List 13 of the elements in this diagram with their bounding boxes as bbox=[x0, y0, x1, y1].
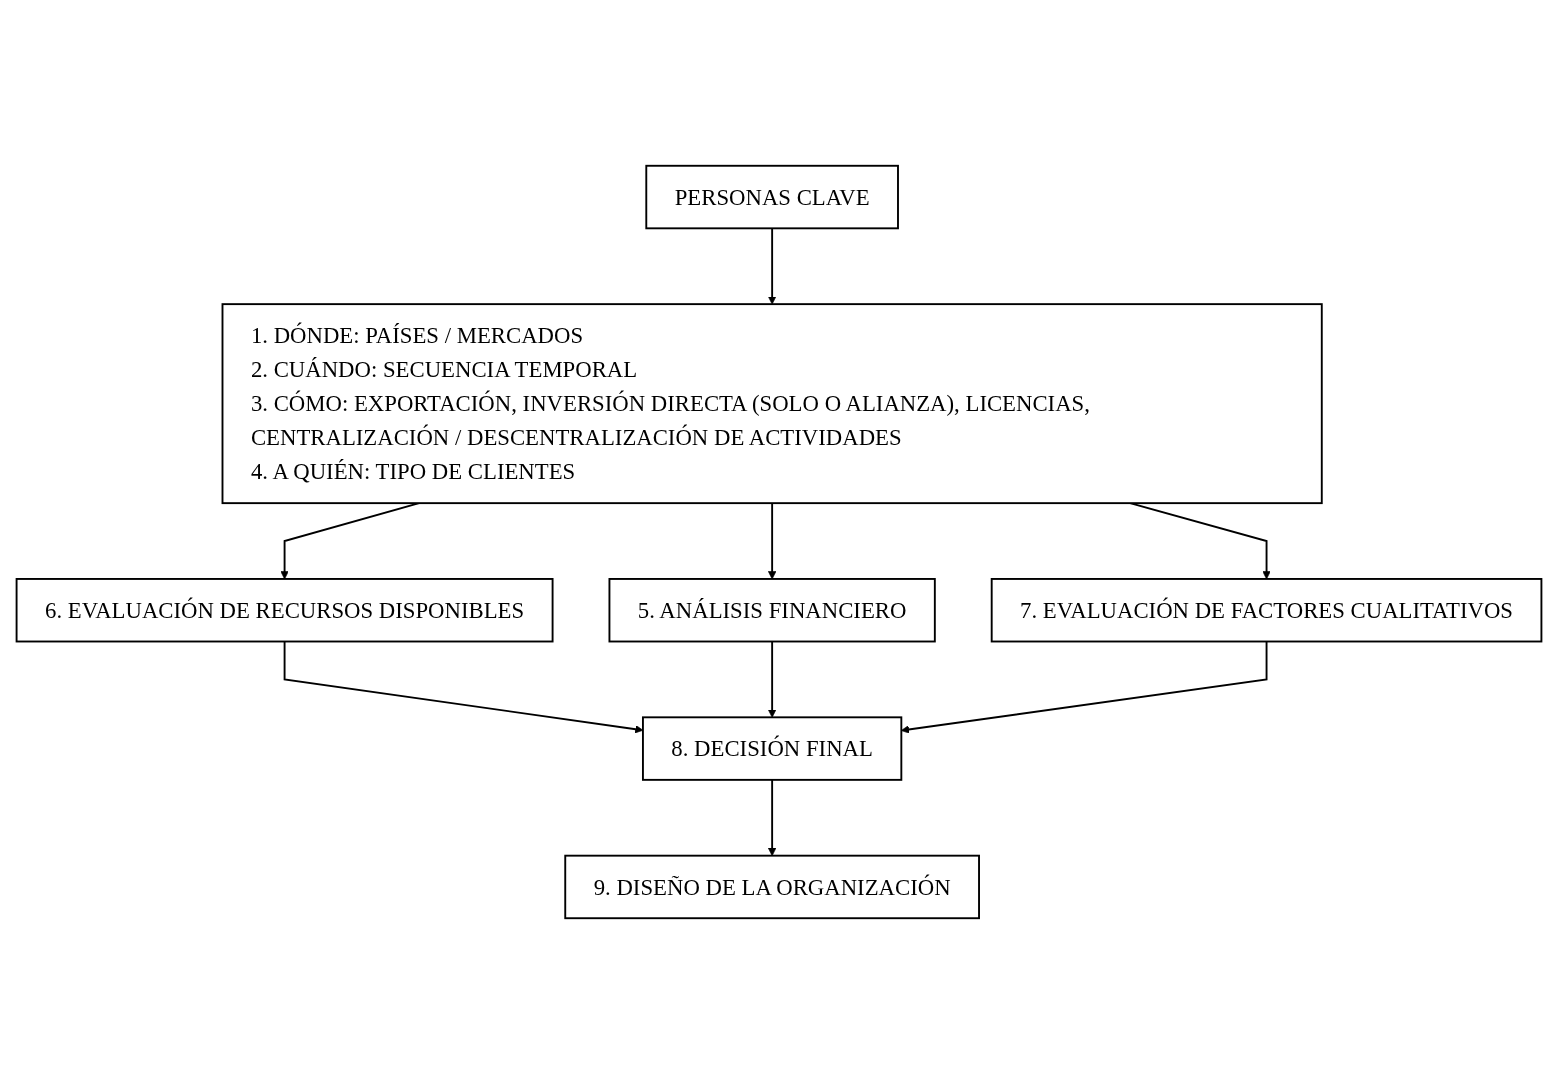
node-box: PERSONAS CLAVE bbox=[644, 164, 899, 230]
arrow bbox=[767, 502, 776, 580]
node-box: 7. EVALUACIÓN DE FACTORES CUALITATIVOS bbox=[990, 578, 1542, 643]
arrow bbox=[767, 640, 776, 718]
arrow bbox=[900, 640, 1267, 734]
node-box: 9. DISEÑO DE LA ORGANIZACIÓN bbox=[563, 854, 980, 920]
arrow bbox=[283, 640, 643, 734]
node-box: 8. DECISIÓN FINAL bbox=[641, 716, 902, 781]
node-box: 5. ANÁLISIS FINANCIERO bbox=[608, 578, 936, 643]
arrow bbox=[767, 778, 776, 857]
arrow bbox=[767, 227, 776, 305]
node-box: 6. EVALUACIÓN DE RECURSOS DISPONIBLES bbox=[15, 578, 554, 643]
node-box: 1. DÓNDE: PAÍSES / MERCADOS 2. CUÁNDO: SECUENCIA TEMPORAL 3. CÓMO: EXPORTACIÓN, INVERSIÓN DIRECTA (SOLO O ALIANZA), LICENCIAS, CENTRALIZACIÓN / DESCENTRALIZACIÓN DE ACTIVIDADES 4. A QUIÉN: TIPO DE CLIENTES bbox=[221, 303, 1323, 505]
